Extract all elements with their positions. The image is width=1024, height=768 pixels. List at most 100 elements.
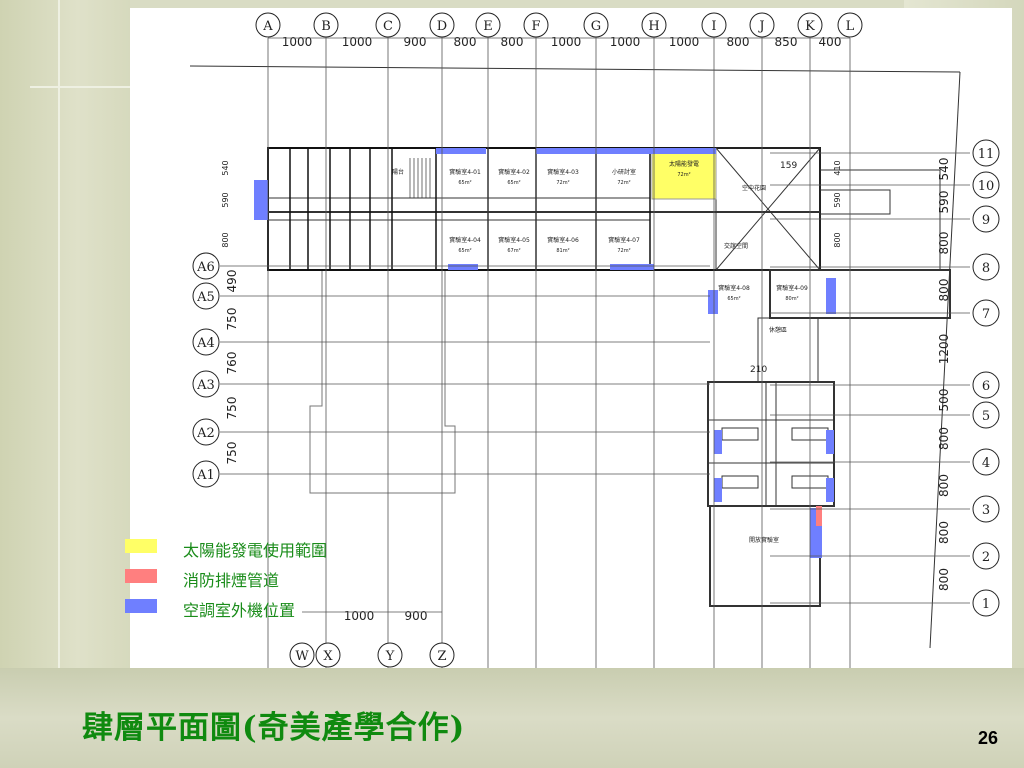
axis-A2-label: A2	[196, 426, 215, 441]
dim-9: 800	[937, 232, 951, 255]
legend-label-ac-unit: 空調室外機位置	[183, 601, 296, 620]
inner-dim-right: 410	[833, 160, 842, 175]
axis-2-label: 2	[982, 550, 990, 565]
axis-8-label: 8	[982, 261, 990, 276]
inner-dim-right: 590	[833, 192, 842, 207]
axis-Z-bubble	[429, 642, 455, 668]
axis-2-bubble	[972, 542, 1000, 570]
room-area: 65m²	[507, 180, 520, 186]
room-area: 80m²	[785, 296, 798, 302]
axis-A2-bubble	[192, 418, 220, 446]
ac-unit-zone	[254, 180, 268, 220]
axis-6-label: 6	[982, 379, 990, 394]
room-label: 交誼空間	[724, 242, 748, 250]
axis-D-bubble	[429, 12, 455, 38]
axis-K-label: K	[805, 19, 815, 34]
axis-A6-label: A6	[196, 260, 215, 275]
axis-D-label: D	[437, 19, 447, 34]
axis-11-label: 11	[978, 147, 995, 162]
axis-A1-label: A1	[196, 468, 215, 483]
room-label: 實驗室4-07	[608, 236, 640, 244]
axis-I-bubble	[701, 12, 727, 38]
axis-10-label: 10	[978, 179, 995, 194]
dim-4: 800	[937, 474, 951, 497]
background-bottom-band	[0, 668, 1024, 768]
dim-A6: 490	[225, 270, 239, 293]
dim-X: 1000	[344, 609, 375, 623]
axis-9-bubble	[972, 205, 1000, 233]
background-left-panel	[0, 0, 130, 768]
ac-unit-zone	[826, 478, 834, 502]
axis-F-label: F	[531, 19, 540, 34]
axis-X-bubble	[315, 642, 341, 668]
axis-3-bubble	[972, 495, 1000, 523]
legend-label-solar: 太陽能發電使用範圍	[183, 541, 328, 560]
ac-unit-zone	[610, 264, 654, 270]
ac-unit-zone	[826, 278, 836, 314]
dim-G: 1000	[610, 35, 641, 49]
dim-A: 1000	[282, 35, 313, 49]
room-area: 67m²	[507, 248, 520, 254]
axis-9-label: 9	[982, 213, 990, 228]
ac-unit-zone	[714, 478, 722, 502]
dim-K: 400	[819, 35, 842, 49]
axis-B-label: B	[321, 19, 331, 34]
axis-J-label: J	[757, 19, 764, 34]
axis-G-bubble	[583, 12, 609, 38]
room-label: 空中花園	[742, 184, 766, 192]
legend-swatch-solar	[125, 539, 157, 553]
axis-L-label: L	[846, 19, 855, 34]
legend-swatch-ac-unit	[125, 599, 157, 613]
ac-unit-zone	[708, 290, 718, 314]
axis-1-bubble	[972, 589, 1000, 617]
dim-H: 1000	[669, 35, 700, 49]
room-area: 72m²	[617, 248, 630, 254]
ac-unit-zone	[436, 148, 486, 154]
axis-4-bubble	[972, 448, 1000, 476]
dim-A4: 760	[225, 352, 239, 375]
axis-I-label: I	[711, 19, 716, 34]
room-label: 實驗室4-03	[547, 168, 579, 176]
dim-A5: 750	[225, 308, 239, 331]
axis-5-bubble	[972, 401, 1000, 429]
dim-A3: 750	[225, 397, 239, 420]
axis-C-label: C	[383, 19, 393, 34]
room-label: 實驗室4-05	[498, 236, 530, 244]
decorative-horizontal-line	[30, 86, 140, 88]
room-area: 65m²	[458, 248, 471, 254]
dim-2: 800	[937, 568, 951, 591]
room-label: 小研討室	[612, 168, 636, 176]
solar-power-zone	[651, 148, 717, 200]
dim-J: 850	[775, 35, 798, 49]
room-label: 實驗室4-09	[776, 284, 808, 292]
dim-F: 1000	[551, 35, 582, 49]
room-label: 實驗室4-01	[449, 168, 481, 176]
axis-A6-bubble	[192, 252, 220, 280]
dimension-note: 210	[750, 365, 767, 375]
inner-dim-right: 800	[833, 232, 842, 247]
legend-item-smoke-duct: 消防排煙管道	[125, 567, 385, 591]
dim-11: 540	[937, 158, 951, 181]
axis-H-label: H	[648, 19, 659, 34]
axis-L-bubble	[837, 12, 863, 38]
ac-unit-zone	[714, 430, 722, 454]
axis-K-bubble	[797, 12, 823, 38]
dim-E: 800	[501, 35, 524, 49]
axis-C-bubble	[375, 12, 401, 38]
smoke-exhaust-duct	[816, 506, 822, 526]
room-label: 實驗室4-08	[718, 284, 750, 292]
room-area: 72m²	[677, 172, 690, 178]
room-area: 65m²	[727, 296, 740, 302]
axis-X-label: X	[323, 649, 333, 664]
axis-1-label: 1	[982, 597, 990, 612]
room-label: 太陽能發電	[669, 160, 699, 168]
dimension-note: 159	[780, 161, 797, 171]
room-area: 72m²	[556, 180, 569, 186]
axis-8-bubble	[972, 253, 1000, 281]
axis-A-label: A	[262, 19, 273, 34]
room-label: 陽台	[392, 168, 404, 176]
dim-D: 800	[454, 35, 477, 49]
axis-Y-bubble	[377, 642, 403, 668]
legend-swatch-smoke-duct	[125, 569, 157, 583]
axis-A3-bubble	[192, 370, 220, 398]
